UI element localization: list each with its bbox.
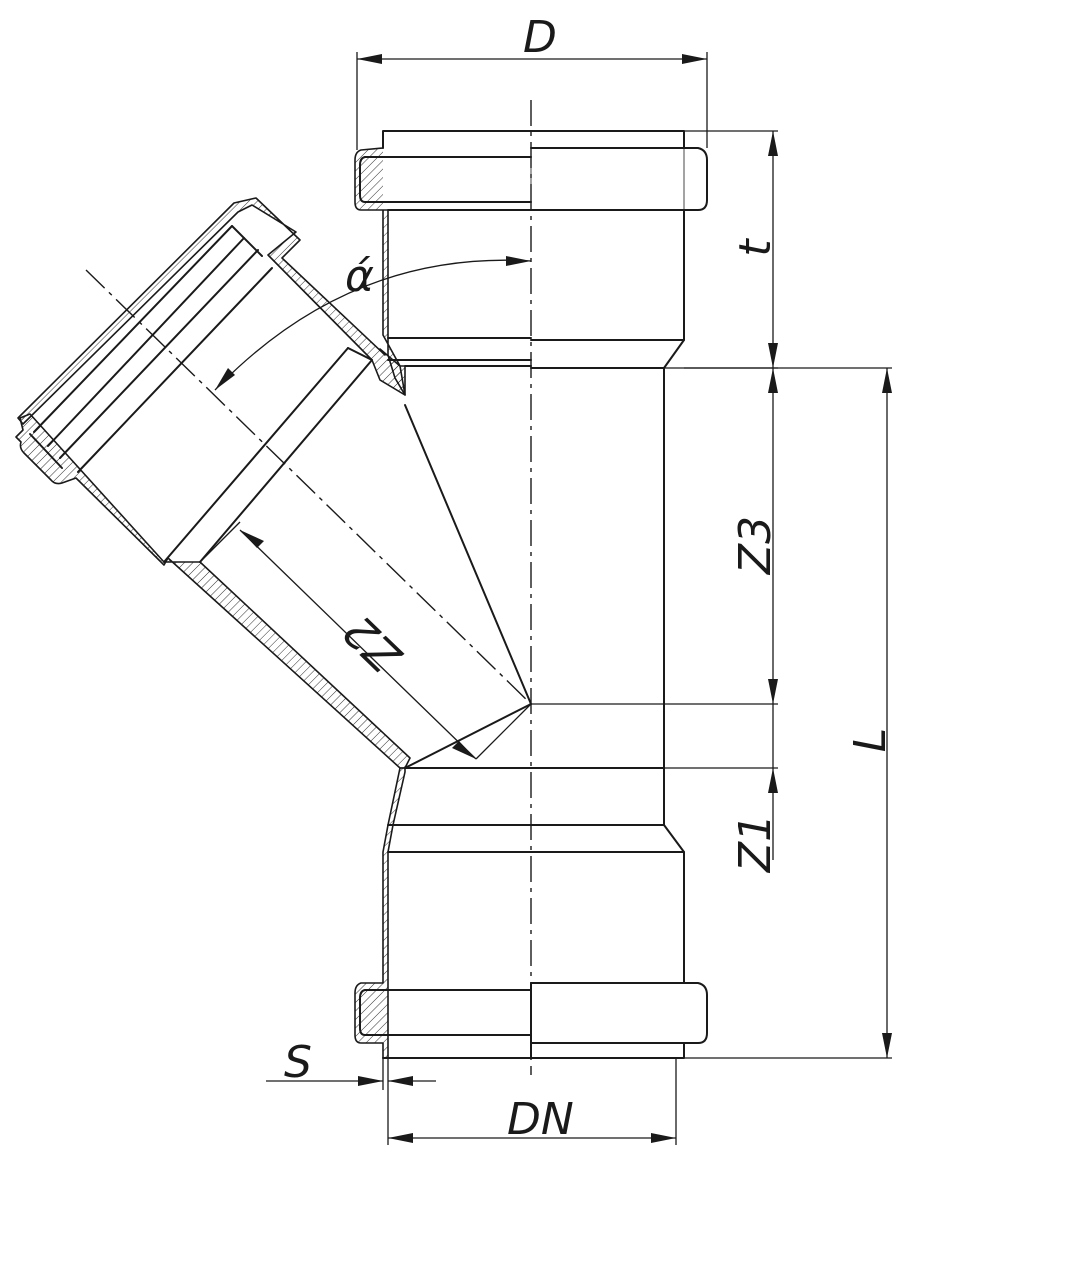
dimension-DN: DN <box>388 1058 677 1145</box>
label-L: L <box>845 728 896 753</box>
main-body <box>354 130 708 1059</box>
dimension-S: S <box>266 1037 436 1145</box>
dimension-Z1: Z1 <box>664 704 781 873</box>
label-D: D <box>523 12 557 63</box>
dimension-L: L <box>684 368 896 1059</box>
dimension-Z3: Z3 <box>664 367 892 705</box>
label-t: t <box>730 238 781 257</box>
label-S: S <box>284 1037 312 1088</box>
label-Z3: Z3 <box>730 516 781 575</box>
label-Z2: Z2 <box>334 605 412 683</box>
label-Z1: Z1 <box>730 814 781 873</box>
dimension-t: t <box>684 130 781 369</box>
label-DN: DN <box>507 1094 574 1145</box>
dimension-D: D <box>356 12 708 150</box>
center-lines <box>85 100 532 1075</box>
dimension-angle: ά <box>214 251 532 391</box>
label-alpha: ά <box>345 251 374 302</box>
branch-socket <box>15 197 532 769</box>
